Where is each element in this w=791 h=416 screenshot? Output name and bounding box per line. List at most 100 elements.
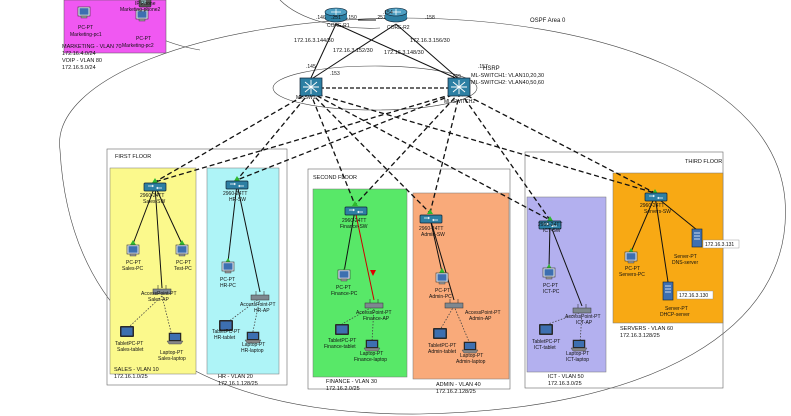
hr-laptop-name: HR-laptop xyxy=(241,348,264,354)
tablet-icon[interactable] xyxy=(335,324,349,335)
marketing-zone: PC-PT Marketing-pc1 IP Phone Marketing-p… xyxy=(63,0,167,54)
dhcp-server-type: Server-PT xyxy=(665,306,688,312)
dns-ip-box xyxy=(702,239,740,249)
server-icon[interactable] xyxy=(662,281,674,301)
admin-pc-name: Admin-PC xyxy=(429,294,452,300)
dns-server-name: DNS-server xyxy=(672,260,698,266)
hsrp-line1: ML-SWITCH1: VLAN10,20,30 xyxy=(471,73,544,79)
switch-icon[interactable] xyxy=(644,192,668,202)
ict-switch-name: ICT-SW xyxy=(543,228,561,234)
finance-net-label: 172.16.2.0/25 xyxy=(326,386,360,392)
tablet-icon[interactable] xyxy=(433,328,447,339)
hr-ap-name: HR-AP xyxy=(254,308,270,314)
third-floor-label: THIRD FLOOR xyxy=(685,159,722,165)
sales-switch-name: Sales-SW xyxy=(143,199,166,205)
admin-ap-name: Admin-AP xyxy=(469,316,492,322)
ict-pc-name: ICT-PC xyxy=(543,289,560,295)
laptop-icon[interactable] xyxy=(461,341,479,354)
marketing-pc2-type: PC-PT xyxy=(136,36,151,42)
sales-tablet-name: Sales-tablet xyxy=(117,347,144,353)
switch-icon[interactable] xyxy=(225,180,249,190)
second-floor-label: SECOND FLOOR xyxy=(313,175,357,181)
ict-laptop-name: ICT-laptop xyxy=(566,357,589,363)
hr-ap-type: AccessPoint-PT xyxy=(240,302,276,308)
admin-laptop-type: Laptop-PT xyxy=(460,353,483,359)
finance-tablet-type: TabletPC-PT xyxy=(328,338,356,344)
finance-laptop-name: Finance-laptop xyxy=(354,357,387,363)
sales-vlan-label: SALES - VLAN 10 xyxy=(114,367,159,373)
servers-pc-type: PC-PT xyxy=(625,266,640,272)
ict-tablet-name: ICT-tablet xyxy=(534,345,556,351)
voip-net-label: 172.16.5.0/24 xyxy=(62,65,96,71)
ml-sw1-port-145: .145 xyxy=(306,64,316,70)
test-pc-name: Test-PC xyxy=(174,266,192,272)
admin-vlan-label: ADMIN - VLAN 40 xyxy=(436,382,481,388)
marketing-pc1-type: PC-PT xyxy=(78,25,93,31)
tablet-icon[interactable] xyxy=(120,326,134,337)
sales-tablet-type: TabletPC-PT xyxy=(115,341,143,347)
admin-net-label: 172.16.2.128/25 xyxy=(436,389,476,395)
dhcp-server-name: DHCP-server xyxy=(660,312,690,318)
second-floor-box xyxy=(307,168,511,390)
servers-net-label: 172.16.3.128/25 xyxy=(620,333,660,339)
marketing-vlan-label: MARKETING - VLAN 70 xyxy=(62,44,122,50)
sales-net-label: 172.16.1.0/25 xyxy=(114,374,148,380)
server-icon[interactable] xyxy=(691,228,703,248)
servers-vlan-label: SERVERS - VLAN 60 xyxy=(620,326,673,332)
ml-sw2-port-149: .149 xyxy=(451,74,461,80)
sales-laptop-type: Laptop-PT xyxy=(160,350,183,356)
switch-icon[interactable] xyxy=(419,214,443,224)
tablet-icon[interactable] xyxy=(539,324,553,335)
hr-pc-name: HR-PC xyxy=(220,283,236,289)
ict-ap-type: AccessPoint-PT xyxy=(565,314,601,320)
ict-ap-name: ICT-AP xyxy=(576,320,593,326)
finance-tablet-name: Finance-tablet xyxy=(324,344,356,350)
ict-switch-model: 2960-24TT xyxy=(538,222,562,228)
r2-port-251: .251 xyxy=(376,15,386,21)
admin-ap-type: AccessPoint-PT xyxy=(465,310,501,316)
dns-server-type: Server-PT xyxy=(674,254,697,260)
net-152-label: 172.16.3.152/30 xyxy=(333,48,373,54)
admin-tablet-type: TabletPC-PT xyxy=(428,343,456,349)
multilayer-switch-icon[interactable] xyxy=(299,77,323,97)
admin-pc-type: PC-PT xyxy=(435,288,450,294)
r2-port-158: .158 xyxy=(425,15,435,21)
r1-port-146: .146 xyxy=(316,15,326,21)
sales-pc-name: Sales-PC xyxy=(122,266,144,272)
finance-vlan-label: FINANCE - VLAN 30 xyxy=(326,379,377,385)
admin-laptop-name: Admin-laptop xyxy=(456,359,486,365)
hr-switch-name: HR-SW xyxy=(229,197,246,203)
switch-icon[interactable] xyxy=(143,182,167,192)
core-r1-name: CORE-R1 xyxy=(327,23,350,29)
servers-pc-name: Servers-PC xyxy=(619,272,645,278)
switch-icon[interactable] xyxy=(344,206,368,216)
finance-ap-name: Finance-AP xyxy=(363,316,390,322)
ict-pc-type: PC-PT xyxy=(543,283,558,289)
hsrp-line2: ML-SWITCH2: VLAN40,50,60 xyxy=(471,80,544,86)
multilayer-switch-icon[interactable] xyxy=(447,77,471,97)
hr-tablet-name: HR-tablet xyxy=(214,335,236,341)
net-144-label: 172.16.3.144/30 xyxy=(294,38,334,44)
finance-laptop-type: Laptop-PT xyxy=(360,351,383,357)
hsrp-title: HSRP xyxy=(483,66,500,72)
laptop-icon[interactable] xyxy=(363,339,381,352)
sales-ap-type: AccessPoint-PT xyxy=(141,291,177,297)
ml-sw1-port-153: .153 xyxy=(330,71,340,77)
first-floor-label: FIRST FLOOR xyxy=(115,154,151,160)
sales-laptop-name: Sales-laptop xyxy=(158,356,186,362)
finance-zone xyxy=(312,188,408,378)
r1-port-150: .150 xyxy=(347,15,357,21)
first-floor-box xyxy=(106,148,288,386)
finance-pc-name: Finance-PC xyxy=(331,291,358,297)
ml-sw2-name: ML-SWITCH2 xyxy=(444,99,475,105)
dns-server-ip: 172.16.3.131 xyxy=(705,242,734,248)
laptop-icon[interactable] xyxy=(166,332,184,345)
r2-port-154: .154 xyxy=(383,10,393,16)
sales-zone xyxy=(109,167,197,375)
servers-switch-name: Servers-SW xyxy=(644,209,671,215)
port-down-indicator xyxy=(370,270,376,276)
ospf-area-label: OSPF Area 0 xyxy=(530,18,566,24)
hr-zone xyxy=(206,167,280,375)
laptop-icon[interactable] xyxy=(570,339,588,352)
admin-switch-name: Admin-SW xyxy=(421,232,445,238)
